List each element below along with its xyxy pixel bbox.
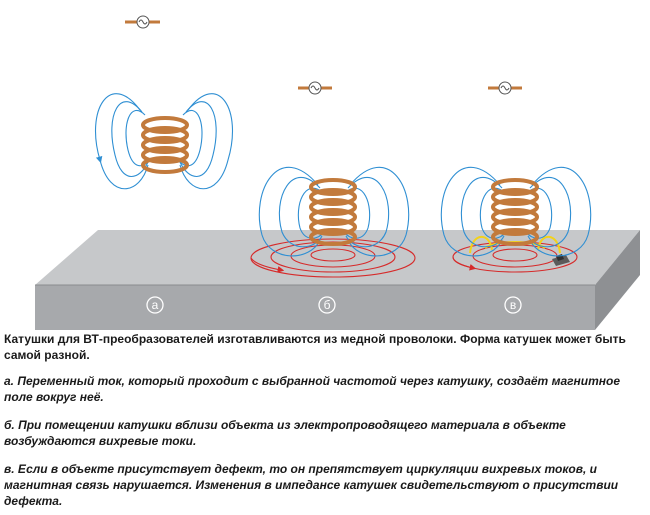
caption-b: б. При помещении катушки вблизи объекта …: [4, 418, 566, 448]
slab-front-face: [35, 285, 595, 330]
coil-c: [486, 81, 539, 246]
eddy-current-diagram: а б в: [35, 15, 640, 330]
label-c-text: в: [510, 298, 516, 312]
slab-side-face: [595, 230, 640, 330]
ac-source-icon: [308, 81, 322, 95]
label-b: б: [318, 296, 336, 314]
label-a: а: [146, 296, 164, 314]
label-b-text: б: [324, 298, 331, 312]
caption-a: а. Переменный ток, который проходит с вы…: [4, 374, 621, 404]
label-c: в: [504, 296, 522, 314]
ac-source-icon: [136, 15, 150, 29]
caption-c: в. Если в объекте присутствует дефект, т…: [4, 462, 619, 508]
coil-icon: [141, 116, 189, 174]
coil-a: [123, 15, 189, 174]
coil-icon: [491, 178, 539, 246]
coil-b: [296, 81, 357, 246]
field-lines-b: [258, 166, 410, 257]
coil-icon: [309, 178, 357, 246]
label-a-text: а: [152, 298, 159, 312]
ac-source-icon: [498, 81, 512, 95]
caption-main: Катушки для ВТ-преобразователей изготавл…: [4, 332, 626, 362]
field-lines-c: [440, 166, 592, 257]
